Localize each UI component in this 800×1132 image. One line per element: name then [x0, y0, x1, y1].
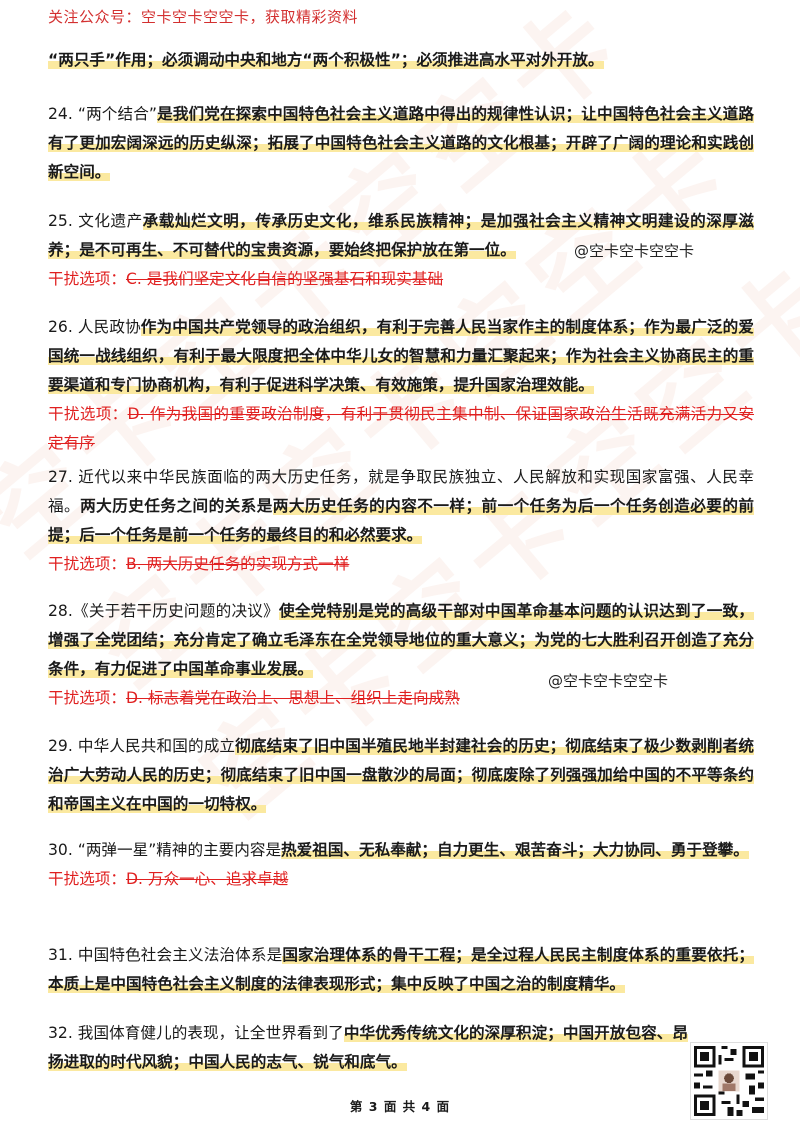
- question-text: 27. 近代以来中华民族面临的两大历史任务，就是争取民族独立、人民解放和实现国家…: [48, 463, 754, 550]
- highlighted-answer: “两只手”作用；必须调动中央和地方“两个积极性”；必须推进高水平对外开放。: [48, 51, 604, 69]
- distractor-option: 干扰选项：D. 万众一心、追求卓越: [48, 865, 754, 894]
- question-stem: 28.《关于若干历史问题的决议》: [48, 602, 279, 620]
- list-item: 24. “两个结合”是我们党在探索中国特色社会主义道路中得出的规律性认识；让中国…: [48, 100, 754, 187]
- question-stem: 30. “两弹一星”精神的主要内容是: [48, 841, 282, 859]
- question-text: 29. 中华人民共和国的成立彻底结束了旧中国半殖民地半封建社会的历史；彻底结束了…: [48, 732, 754, 819]
- question-stem: 27. 近代以来中华民族面临的两大历史任务，就是争取民族独立、人民解放和实现国家…: [48, 468, 754, 515]
- question-text: 28.《关于若干历史问题的决议》使全党特别是党的高级干部对中国革命基本问题的认识…: [48, 597, 754, 684]
- question-text: “两只手”作用；必须调动中央和地方“两个积极性”；必须推进高水平对外开放。: [48, 46, 754, 75]
- question-stem: 24. “两个结合”: [48, 105, 157, 123]
- distractor-label: 干扰选项：: [48, 270, 126, 288]
- question-stem: 两大历史任务之间的关系是: [80, 497, 273, 515]
- list-item: 31. 中国特色社会主义法治体系是国家治理体系的骨干工程；是全过程人民民主制度体…: [48, 941, 754, 999]
- question-stem: 32. 我国体育健儿的表现，让全世界看到了: [48, 1024, 344, 1042]
- distractor-option: 干扰选项：D. 标志着党在政治上、思想上、组织上走向成熟: [48, 684, 754, 713]
- list-item: 29. 中华人民共和国的成立彻底结束了旧中国半殖民地半封建社会的历史；彻底结束了…: [48, 732, 754, 819]
- list-item: 28.《关于若干历史问题的决议》使全党特别是党的高级干部对中国革命基本问题的认识…: [48, 597, 754, 713]
- list-item: 30. “两弹一星”精神的主要内容是热爱祖国、无私奉献；自力更生、艰苦奋斗；大力…: [48, 836, 754, 894]
- question-text: 24. “两个结合”是我们党在探索中国特色社会主义道路中得出的规律性认识；让中国…: [48, 100, 754, 187]
- highlighted-answer: 热爱祖国、无私奉献；自力更生、艰苦奋斗；大力协同、勇于登攀。: [281, 841, 749, 859]
- list-item: 27. 近代以来中华民族面临的两大历史任务，就是争取民族独立、人民解放和实现国家…: [48, 463, 754, 579]
- question-text: 26. 人民政协作为中国共产党领导的政治组织，有利于完善人民当家作主的制度体系；…: [48, 313, 754, 400]
- page-footer: 第 3 面 共 4 面: [349, 1099, 451, 1114]
- question-stem: 29. 中华人民共和国的成立: [48, 737, 236, 755]
- question-text: 32. 我国体育健儿的表现，让全世界看到了中华优秀传统文化的深厚积淀；中国开放包…: [48, 1019, 688, 1077]
- distractor-text: D. 万众一心、追求卓越: [125, 870, 289, 888]
- distractor-text: C. 是我们坚定文化自信的坚强基石和现实基础: [125, 270, 444, 288]
- highlighted-answer: 作为中国共产党领导的政治组织，有利于完善人民当家作主的制度体系；作为最广泛的爱国…: [48, 318, 754, 394]
- distractor-option: 干扰选项：D. 作为我国的重要政治制度，有利于贯彻民主集中制、保证国家政治生活既…: [48, 400, 754, 458]
- qr-code-icon: [690, 1042, 768, 1120]
- list-item: 26. 人民政协作为中国共产党领导的政治组织，有利于完善人民当家作主的制度体系；…: [48, 313, 754, 458]
- question-text: 31. 中国特色社会主义法治体系是国家治理体系的骨干工程；是全过程人民民主制度体…: [48, 941, 754, 999]
- list-item: “两只手”作用；必须调动中央和地方“两个积极性”；必须推进高水平对外开放。: [48, 46, 754, 75]
- question-text: 30. “两弹一星”精神的主要内容是热爱祖国、无私奉献；自力更生、艰苦奋斗；大力…: [48, 836, 754, 865]
- list-item: 32. 我国体育健儿的表现，让全世界看到了中华优秀传统文化的深厚积淀；中国开放包…: [48, 1019, 688, 1077]
- question-stem: 31. 中国特色社会主义法治体系是: [48, 946, 283, 964]
- question-stem: 26. 人民政协: [48, 318, 141, 336]
- distractor-text: D. 作为我国的重要政治制度，有利于贯彻民主集中制、保证国家政治生活既充满活力又…: [48, 405, 754, 452]
- distractor-option: 干扰选项：B. 两大历史任务的实现方式一样: [48, 550, 754, 579]
- distractor-label: 干扰选项：: [48, 870, 126, 888]
- page-header: 关注公众号：空卡空卡空空卡，获取精彩资料: [48, 8, 359, 26]
- distractor-text: B. 两大历史任务的实现方式一样: [125, 555, 350, 573]
- question-text: 25. 文化遗产承载灿烂文明，传承历史文化，维系民族精神；是加强社会主义精神文明…: [48, 207, 754, 265]
- distractor-label: 干扰选项：: [48, 689, 126, 707]
- question-stem: 25. 文化遗产: [48, 212, 143, 230]
- watermark-stamp: @空卡空卡空空卡: [548, 672, 669, 690]
- distractor-label: 干扰选项：: [48, 405, 128, 423]
- distractor-label: 干扰选项：: [48, 555, 126, 573]
- watermark-stamp: @空卡空卡空空卡: [574, 242, 695, 260]
- distractor-option: 干扰选项：C. 是我们坚定文化自信的坚强基石和现实基础: [48, 265, 754, 294]
- list-item: 25. 文化遗产承载灿烂文明，传承历史文化，维系民族精神；是加强社会主义精神文明…: [48, 207, 754, 294]
- distractor-text: D. 标志着党在政治上、思想上、组织上走向成熟: [125, 689, 460, 707]
